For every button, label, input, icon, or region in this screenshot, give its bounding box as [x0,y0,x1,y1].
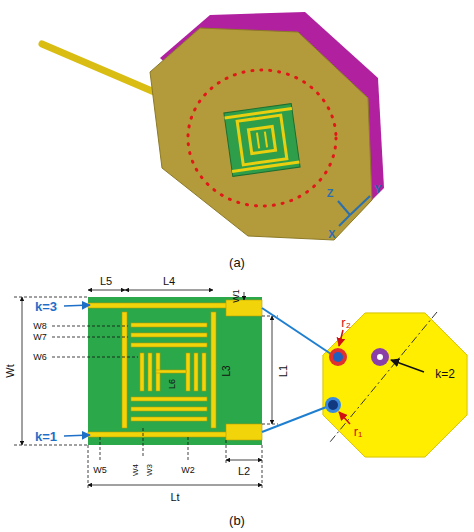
dimension-label: Wt [5,364,16,377]
inner-strips [131,323,207,421]
dimension-label: L1 [278,365,289,377]
dimension-label: W2 [181,466,195,475]
dimension-lines [14,290,278,490]
port-arrow [64,305,90,306]
dimension-label: (b) [229,514,245,527]
ground-octagon [262,308,467,457]
via-ring [188,70,336,206]
strips [88,300,262,440]
dimension-label: Y [374,184,381,195]
dimension-label: W5 [93,466,107,475]
dimension-label: k=3 [35,300,57,313]
dimension-label: Z [327,188,334,199]
dimension-label: L4 [163,276,175,287]
pcb-3d [224,104,300,177]
dimension-label: W4 [132,464,140,476]
dimension-label: L6 [168,379,177,389]
dimension-label: L2 [238,466,250,477]
dimension-label: L3 [222,365,232,376]
ground-plate [150,28,372,240]
dimension-label: L5 [100,276,112,287]
dimension-label: k=1 [35,430,57,443]
dimension-label: W7 [33,333,47,342]
dimension-label: W1 [232,289,241,303]
axes [338,196,370,226]
dimension-label: Lt [170,492,179,503]
dimension-label: W6 [33,353,47,362]
port-arrow [64,435,90,436]
pcb-layout [88,297,262,445]
antenna-3d [42,12,384,240]
dimension-label: (a) [229,256,245,269]
dimension-label: r₁ [354,425,363,438]
dimension-label: k=2 [435,368,455,380]
dimension-label: W3 [146,464,154,476]
dimension-label: W8 [33,322,47,331]
dimension-label: r₂ [341,316,350,329]
substrate [88,297,262,445]
dimension-label: X [328,229,335,240]
